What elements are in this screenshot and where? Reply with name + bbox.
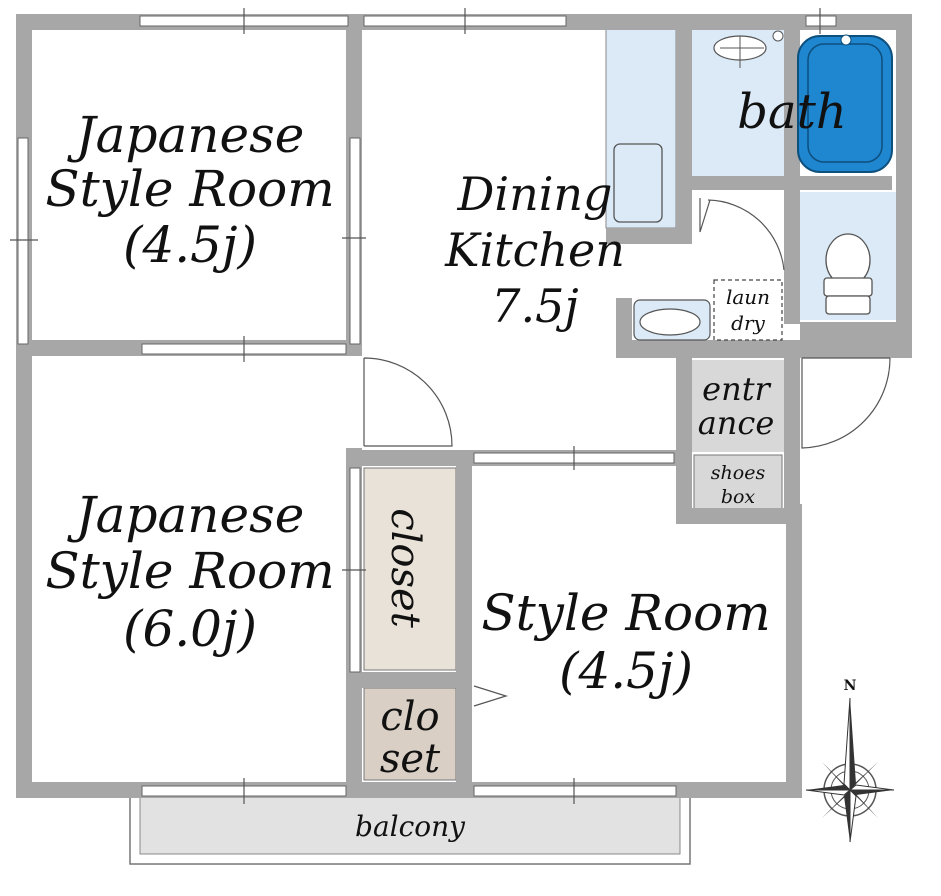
entrance-floor bbox=[684, 360, 784, 452]
room-japanese-upper-size: (4.5j) bbox=[123, 216, 257, 274]
room-style-line1: Style Room bbox=[481, 584, 770, 642]
shoes-box-label-line1: shoes bbox=[711, 462, 766, 484]
balcony: balcony bbox=[129, 789, 691, 865]
entrance-label: entr ance bbox=[698, 370, 775, 442]
laundry-label: laun dry bbox=[726, 285, 770, 335]
laundry-label-line1: laun bbox=[726, 285, 770, 309]
room-dining-kitchen-size: 7.5j bbox=[491, 279, 578, 333]
room-style: Style Room (4.5j) bbox=[481, 584, 770, 700]
laundry-label-line2: dry bbox=[731, 311, 765, 335]
toilet-icon bbox=[823, 233, 873, 315]
laundry-area bbox=[713, 279, 783, 341]
room-japanese-upper-line2: Style Room bbox=[45, 160, 334, 218]
room-style-size: (4.5j) bbox=[559, 642, 693, 700]
entrance-label-line1: entr bbox=[702, 370, 771, 408]
closet-small-label: clo set bbox=[380, 694, 441, 782]
closet-small-floor bbox=[363, 687, 457, 781]
compass-icon: N bbox=[805, 678, 895, 843]
entrance-label-line2: ance bbox=[698, 404, 775, 442]
closet-large-label: closet bbox=[382, 508, 428, 628]
room-japanese-lower-line1: Japanese bbox=[67, 486, 305, 544]
room-japanese-upper-line1: Japanese bbox=[67, 106, 305, 164]
room-dining-kitchen: Dining Kitchen 7.5j bbox=[444, 167, 625, 333]
room-japanese-lower-line2: Style Room bbox=[45, 542, 334, 600]
bathtub-icon bbox=[797, 34, 893, 173]
room-japanese-lower: Japanese Style Room (6.0j) bbox=[45, 486, 334, 658]
balcony-label: balcony bbox=[355, 810, 466, 843]
room-dining-kitchen-line1: Dining bbox=[456, 167, 612, 221]
room-japanese-upper: Japanese Style Room (4.5j) bbox=[45, 106, 334, 274]
windows bbox=[10, 8, 837, 804]
room-dining-kitchen-line2: Kitchen bbox=[444, 223, 625, 277]
washbasin-icon bbox=[633, 299, 711, 341]
shoes-box-label: shoes box bbox=[711, 462, 766, 508]
bath-label: bath bbox=[737, 84, 847, 140]
sink-icon bbox=[713, 30, 784, 68]
compass-north-label: N bbox=[844, 678, 857, 694]
closet-small-label-line2: set bbox=[380, 736, 441, 782]
closet-small-label-line1: clo bbox=[380, 694, 439, 740]
door-swings bbox=[363, 198, 891, 707]
shoes-box-label-line2: box bbox=[721, 486, 756, 508]
room-japanese-lower-size: (6.0j) bbox=[123, 600, 257, 658]
closet-large-floor bbox=[363, 467, 457, 671]
stove-icon bbox=[613, 143, 663, 223]
